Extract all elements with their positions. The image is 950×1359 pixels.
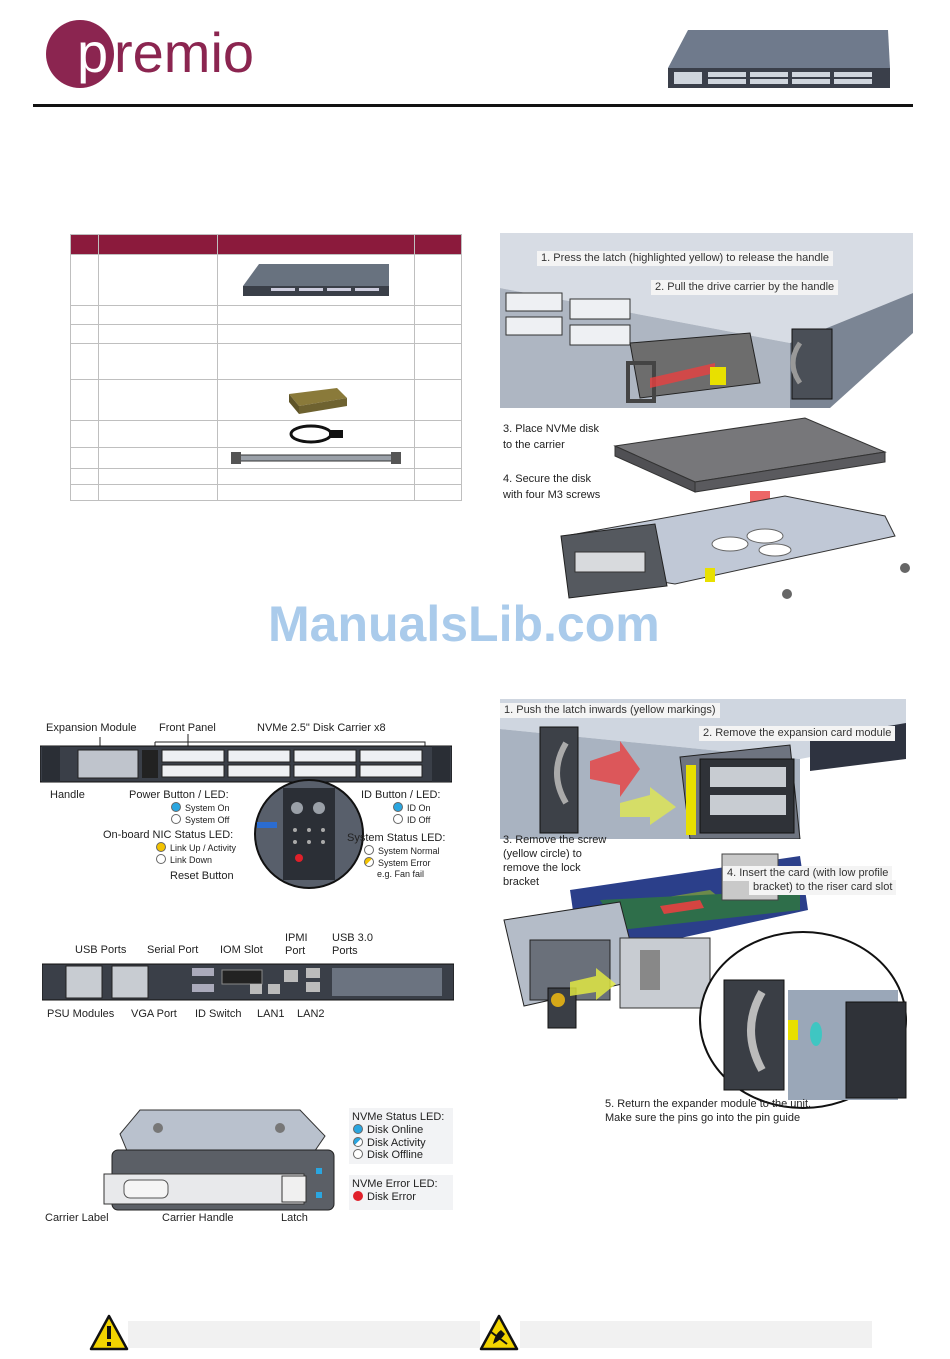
label-lan2: LAN2 [297,1008,325,1020]
label-usb30-a: USB 3.0 [332,932,373,944]
package-contents-table [70,234,462,501]
expansion-step-4a: 4. Insert the card (with low profile [723,866,893,881]
legend-system-normal: System Normal [364,845,440,857]
label-lan1: LAN1 [257,1008,285,1020]
rail-image-cell [217,447,415,469]
led-off-icon [353,1149,363,1159]
expansion-step-2: 2. Remove the expansion card module [699,726,896,741]
label-reset-button: Reset Button [170,870,234,882]
legend-link-down: Link Down [156,854,212,866]
pin-guide-zoom-circle [698,930,908,1110]
premio-logo: p remio [44,18,284,90]
drive-step-3b: to the carrier [503,439,565,451]
legend-link-up: Link Up / Activity [156,842,236,854]
led-blinking-blue-icon [353,1137,363,1147]
label-front-panel: Front Panel [159,722,216,734]
server-image-cell [217,254,415,306]
warning-bar-left [128,1321,480,1348]
led-off-icon [364,845,374,855]
nvme-status-legend [349,1108,453,1164]
label-ipmi-a: IPMI [285,932,308,944]
esd-warning-icon [479,1314,519,1352]
legend-disk-offline: Disk Offline [353,1149,423,1162]
legend-system-on: System On [171,802,230,814]
led-off-icon [171,814,181,824]
label-id-switch: ID Switch [195,1008,242,1020]
expansion-step-1: 1. Push the latch inwards (yellow markin… [500,703,720,718]
front-panel-illustration [40,734,452,790]
label-latch: Latch [281,1212,308,1224]
led-off-icon [156,854,166,864]
led-blue-icon [353,1124,363,1134]
expansion-step-3d: bracket [503,876,540,888]
legend-id-off: ID Off [393,814,430,826]
heatsink-image-cell [217,379,415,421]
disk-insertion-illustration [555,416,915,606]
label-nvme-status: NVMe Status LED: [352,1111,445,1123]
drive-step-1: 1. Press the latch (highlighted yellow) … [537,251,834,266]
legend-disk-error: Disk Error [353,1191,416,1204]
expansion-step-4b: bracket) to the riser card slot [749,880,897,895]
label-system-status: System Status LED: [347,832,446,844]
drive-step-4a: 4. Secure the disk [503,473,592,485]
server-thumbnail [668,28,890,90]
legend-disk-online: Disk Online [353,1124,423,1137]
header-rule [33,104,913,107]
label-usb-ports: USB Ports [75,944,127,956]
label-nic-led: On-board NIC Status LED: [103,829,234,841]
label-usb30-b: Ports [332,945,358,957]
power-cord-image-cell [217,420,415,448]
front-panel-zoom-circle [253,778,365,890]
label-id-button: ID Button / LED: [361,789,441,801]
label-carrier-handle: Carrier Handle [162,1212,234,1224]
warning-icon [89,1314,129,1352]
led-blue-icon [171,802,181,812]
led-off-icon [393,814,403,824]
legend-disk-activity: Disk Activity [353,1137,426,1150]
expansion-step-3b: (yellow circle) to [503,848,582,860]
drive-carrier-illustration [100,1106,338,1216]
manualslib-watermark: ManualsLib.com [268,596,660,652]
legend-fan-fail: e.g. Fan fail [377,869,425,879]
svg-text:p: p [77,21,108,84]
label-serial-port: Serial Port [147,944,199,956]
nvme-error-legend [349,1175,453,1210]
legend-system-error: System Error [364,857,431,869]
label-carrier-label: Carrier Label [45,1212,109,1224]
expansion-step-5b: Make sure the pins go into the pin guide [605,1112,801,1124]
drive-step-3a: 3. Place NVMe disk [503,423,599,435]
label-iom-slot: IOM Slot [220,944,263,956]
warning-bar-right [520,1321,872,1348]
expansion-step-5a: 5. Return the expander module to the uni… [605,1098,812,1110]
label-ipmi-b: Port [285,945,306,957]
label-expansion-module: Expansion Module [46,722,137,734]
label-vga-port: VGA Port [131,1008,177,1020]
expansion-step-3a: 3. Remove the screw [503,834,607,846]
label-power-button: Power Button / LED: [129,789,229,801]
drive-step-2: 2. Pull the drive carrier by the handle [651,280,839,295]
label-disk-carrier: NVMe 2.5" Disk Carrier x8 [257,722,386,734]
svg-text:remio: remio [114,21,254,84]
legend-system-off: System Off [171,814,229,826]
label-handle: Handle [50,789,85,801]
label-nvme-error: NVMe Error LED: [352,1178,438,1190]
led-red-icon [353,1191,363,1201]
drive-step-4b: with four M3 screws [503,489,601,501]
expansion-module-removal-illustration [500,699,906,839]
legend-id-on: ID On [393,802,431,814]
led-yellow-icon [156,842,166,852]
rear-panel-illustration [42,962,454,1002]
label-psu-modules: PSU Modules [47,1008,115,1020]
led-blinking-yellow-icon [364,857,374,867]
expansion-step-3c: remove the lock [503,862,581,874]
led-blue-icon [393,802,403,812]
